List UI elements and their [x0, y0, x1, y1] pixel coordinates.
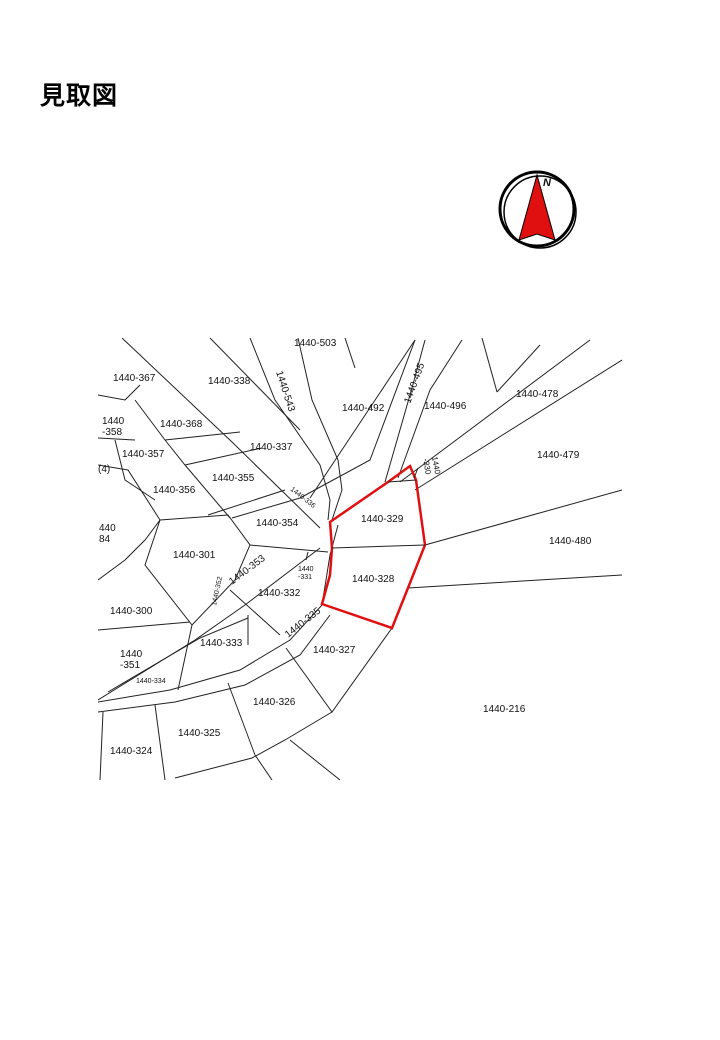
parcel-label: -351 — [120, 660, 140, 671]
parcel-label: -330 — [421, 458, 433, 476]
parcel-label: 1440-543 — [273, 370, 297, 414]
parcel-label: 1440 — [298, 566, 314, 573]
parcel-label: 1440-332 — [258, 588, 301, 599]
parcel-label: 1440-352 — [211, 576, 224, 606]
parcel-label: (4) — [98, 464, 110, 475]
parcel-lines — [98, 338, 622, 780]
parcel-label: 1440-300 — [110, 606, 153, 617]
parcel-label: 1440-496 — [424, 401, 467, 412]
parcel-labels: 1440-503 1440-367 1440-338 1440-543 1440… — [98, 338, 592, 757]
parcel-label-highlighted: 1440-328 — [352, 574, 395, 585]
parcel-label: 1440-301 — [173, 550, 216, 561]
parcel-label: 1440 — [120, 649, 143, 660]
parcel-label: 1440-335 — [283, 605, 323, 640]
parcel-label: 1440-324 — [110, 746, 153, 757]
parcel-label: 1440-325 — [178, 728, 221, 739]
parcel-label: 1440 — [430, 456, 442, 476]
parcel-label: 1440-478 — [516, 389, 559, 400]
highlighted-parcel-boundary — [320, 464, 427, 630]
parcel-label: 84 — [99, 534, 111, 545]
parcel-label: 1440-480 — [549, 536, 592, 547]
north-letter: N — [543, 177, 552, 189]
parcel-label: 1440-495 — [402, 361, 427, 405]
parcel-label: 1440-356 — [153, 485, 196, 496]
page-title: 見取図 — [40, 81, 119, 110]
parcel-label: 1440-503 — [294, 338, 337, 349]
parcel-label: 1440-327 — [313, 645, 356, 656]
parcel-label: 1440-338 — [208, 376, 251, 387]
parcel-label: 1440-355 — [212, 473, 255, 484]
north-arrow-icon: N — [498, 170, 577, 249]
parcel-label: 1440-492 — [342, 403, 385, 414]
parcel-label: 1440 — [102, 416, 125, 427]
parcel-label: 1440-336 — [289, 486, 317, 510]
parcel-label: 1440-479 — [537, 450, 580, 461]
parcel-label: 1440-353 — [227, 553, 268, 587]
parcel-label: -331 — [298, 574, 312, 581]
parcel-label: 1440-334 — [136, 678, 166, 685]
parcel-label: -358 — [102, 427, 122, 438]
parcel-label: 440 — [99, 523, 116, 534]
parcel-label-highlighted: 1440-329 — [361, 514, 404, 525]
parcel-label: 1440-326 — [253, 697, 296, 708]
parcel-label: 1440-354 — [256, 518, 299, 529]
parcel-label: 1440-333 — [200, 638, 243, 649]
parcel-label: 1440-367 — [113, 373, 156, 384]
parcel-label: 1440-368 — [160, 419, 203, 430]
parcel-label: 1440-337 — [250, 442, 293, 453]
parcel-label: 1440-357 — [122, 449, 165, 460]
parcel-label: 1440-216 — [483, 704, 526, 715]
